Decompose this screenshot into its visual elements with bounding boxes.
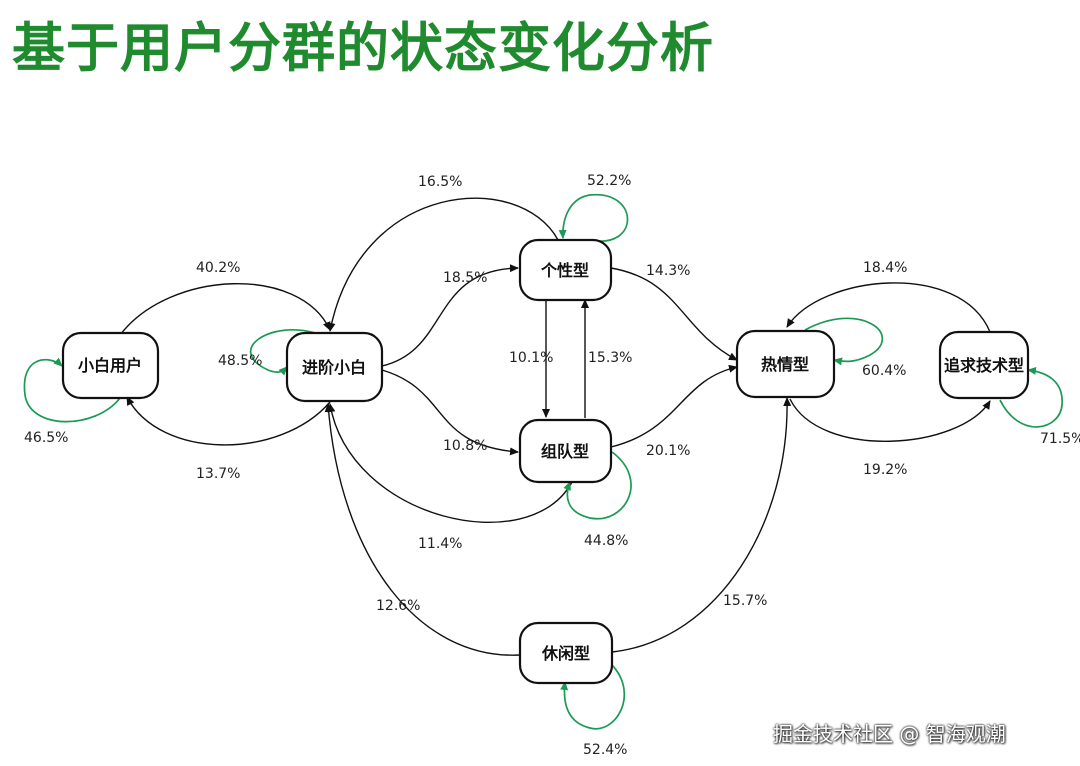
label-casual-self: 52.4% — [583, 742, 627, 758]
node-label-team: 组队型 — [541, 442, 589, 461]
label-casual-to-enthusiast: 15.7% — [723, 593, 767, 609]
label-personality-to-team: 10.1% — [509, 350, 553, 366]
label-enthusiast-self: 60.4% — [862, 363, 906, 379]
node-enthusiast: 热情型 — [735, 329, 836, 399]
node-label-personality: 个性型 — [540, 261, 589, 280]
watermark: 掘金技术社区 @ 智海观潮 — [773, 722, 1006, 746]
label-xiaobai-self: 46.5% — [24, 430, 68, 446]
edge-enthusiast-to-tech — [789, 398, 991, 442]
node-label-enthusiast: 热情型 — [761, 355, 809, 374]
node-label-tech-seeker: 追求技术型 — [944, 356, 1024, 375]
node-casual: 休闲型 — [518, 621, 614, 685]
edge-advanced-to-team — [381, 369, 519, 456]
loop-advanced-self — [249, 329, 316, 376]
edge-casual-to-enthusiast — [611, 397, 792, 653]
label-advanced-to-team: 10.8% — [443, 438, 487, 454]
edge-team-to-enthusiast — [610, 364, 738, 448]
label-personality-self: 52.2% — [587, 173, 631, 189]
label-personality-to-enthusiast: 14.3% — [646, 263, 690, 279]
edge-advanced-to-personality — [381, 264, 519, 367]
label-team-to-enthusiast: 20.1% — [646, 443, 690, 459]
node-tech-seeker: 追求技术型 — [938, 330, 1030, 400]
label-personality-to-advanced: 16.5% — [418, 174, 462, 190]
label-casual-to-advanced: 12.6% — [376, 598, 420, 614]
loop-xiaobai-self-visible — [23, 357, 121, 423]
label-enthusiast-to-tech: 19.2% — [863, 462, 907, 478]
edge-personality-to-advanced — [327, 197, 559, 332]
label-team-to-personality: 15.3% — [588, 350, 632, 366]
node-team: 组队型 — [518, 418, 613, 484]
label-team-self: 44.8% — [584, 533, 628, 549]
edge-xiaobai-to-advanced — [119, 282, 331, 336]
edge-team-to-advanced — [327, 403, 573, 524]
edge-casual-to-advanced — [324, 403, 521, 656]
edge-personality-to-enthusiast — [610, 267, 738, 361]
label-advanced-self: 48.5% — [218, 353, 262, 369]
node-personality: 个性型 — [518, 238, 613, 302]
label-team-to-advanced: 11.4% — [418, 536, 462, 552]
label-advanced-to-xiaobai: 13.7% — [196, 466, 240, 482]
loop-personality-self — [558, 194, 629, 242]
edge-tech-to-enthusiast — [786, 282, 991, 333]
loop-enthusiast-self — [804, 317, 884, 366]
node-label-xiaobai-user: 小白用户 — [78, 356, 142, 375]
loop-tech-self — [999, 366, 1063, 428]
label-tech-to-enthusiast: 18.4% — [863, 260, 907, 276]
loop-team-self — [563, 451, 632, 520]
label-tech-self: 71.5% — [1040, 431, 1080, 447]
label-advanced-to-personality: 18.5% — [443, 270, 487, 286]
node-label-advanced-xiaobai: 进阶小白 — [302, 358, 366, 377]
node-advanced-xiaobai: 进阶小白 — [285, 331, 384, 403]
node-xiaobai-user: 小白用户 — [61, 331, 160, 400]
node-label-casual: 休闲型 — [541, 644, 590, 663]
edge-advanced-to-xiaobai — [126, 396, 331, 446]
label-xiaobai-to-advanced: 40.2% — [196, 260, 240, 276]
loop-casual-self — [560, 664, 626, 730]
slide-title: 基于用户分群的状态变化分析 — [12, 18, 714, 79]
